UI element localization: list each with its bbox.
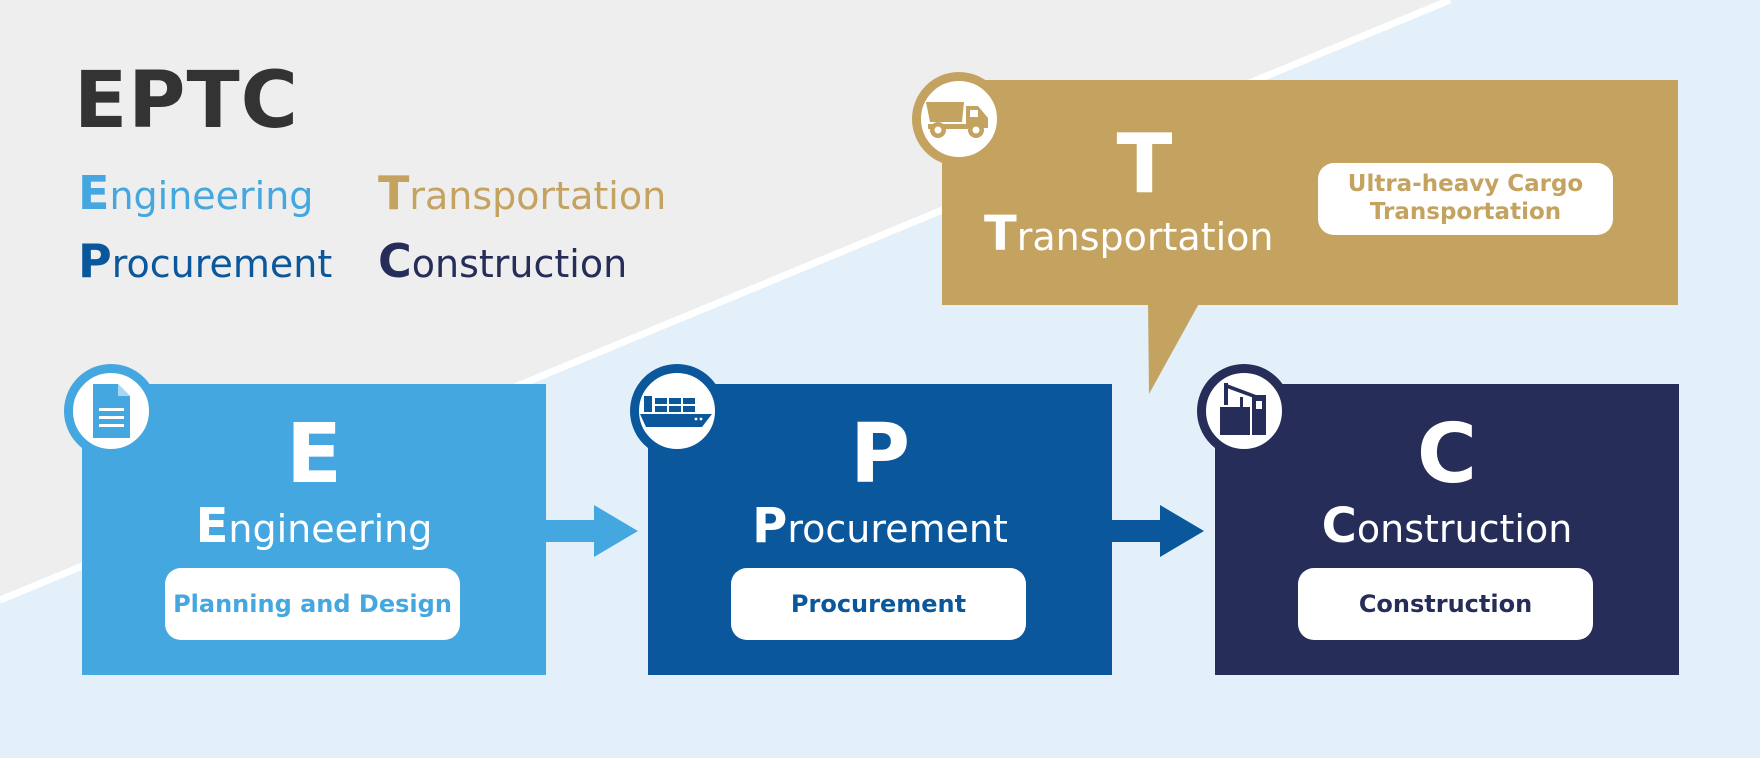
word-rest: rocurement [787,507,1008,551]
callout-pointer [1148,300,1201,394]
engineering-card: E Engineering Planning and Design [82,384,546,675]
arrow-right-icon [1110,505,1204,557]
transportation-letter: T [1116,117,1173,212]
transportation-badge [912,72,1006,166]
legend-rest: rocurement [111,242,333,286]
construction-letter: C [1416,407,1478,502]
engineering-word: Engineering [82,502,546,550]
page-title: EPTC [74,56,299,146]
word-cap: P [752,498,788,554]
legend-construction: Construction [378,238,627,284]
procurement-badge [630,364,724,458]
legend-procurement: Procurement [78,238,332,284]
construction-card: C Construction Construction [1215,384,1679,675]
procurement-letter: P [849,407,911,502]
legend-rest: ngineering [109,174,314,218]
dump-truck-icon [926,102,988,138]
construction-word: Construction [1215,502,1679,550]
procurement-card: P Procurement Procurement [648,384,1112,675]
construction-pill: Construction [1298,568,1593,640]
word-rest: ngineering [228,507,433,551]
transportation-card: T Transportation Ultra-heavy Cargo Trans… [942,80,1678,305]
procurement-word: Procurement [648,502,1112,550]
transportation-word: Transportation [984,210,1274,258]
engineering-letter: E [285,407,342,502]
document-icon [93,384,130,438]
legend-cap: T [378,166,410,220]
transportation-pill: Ultra-heavy Cargo Transportation [1318,163,1613,235]
construction-badge [1197,364,1291,458]
legend-cap: P [78,234,112,288]
engineering-pill: Planning and Design [165,568,460,640]
word-rest: onstruction [1356,507,1573,551]
word-cap: T [984,206,1017,262]
legend-cap: E [78,166,110,220]
legend-rest: onstruction [411,242,628,286]
crane-icon [1220,383,1266,435]
pill-line-2: Transportation [1369,199,1562,225]
word-rest: ransportation [1016,215,1274,259]
arrow-right-icon [544,505,638,557]
word-cap: E [195,498,229,554]
procurement-pill: Procurement [731,568,1026,640]
engineering-badge [64,364,158,458]
cargo-ship-icon [640,396,712,427]
pill-line-1: Ultra-heavy Cargo [1347,171,1584,198]
legend-transportation: Transportation [378,170,666,216]
legend-cap: C [378,234,412,288]
legend-engineering: Engineering [78,170,313,216]
legend-rest: ransportation [409,174,667,218]
word-cap: C [1321,498,1357,554]
